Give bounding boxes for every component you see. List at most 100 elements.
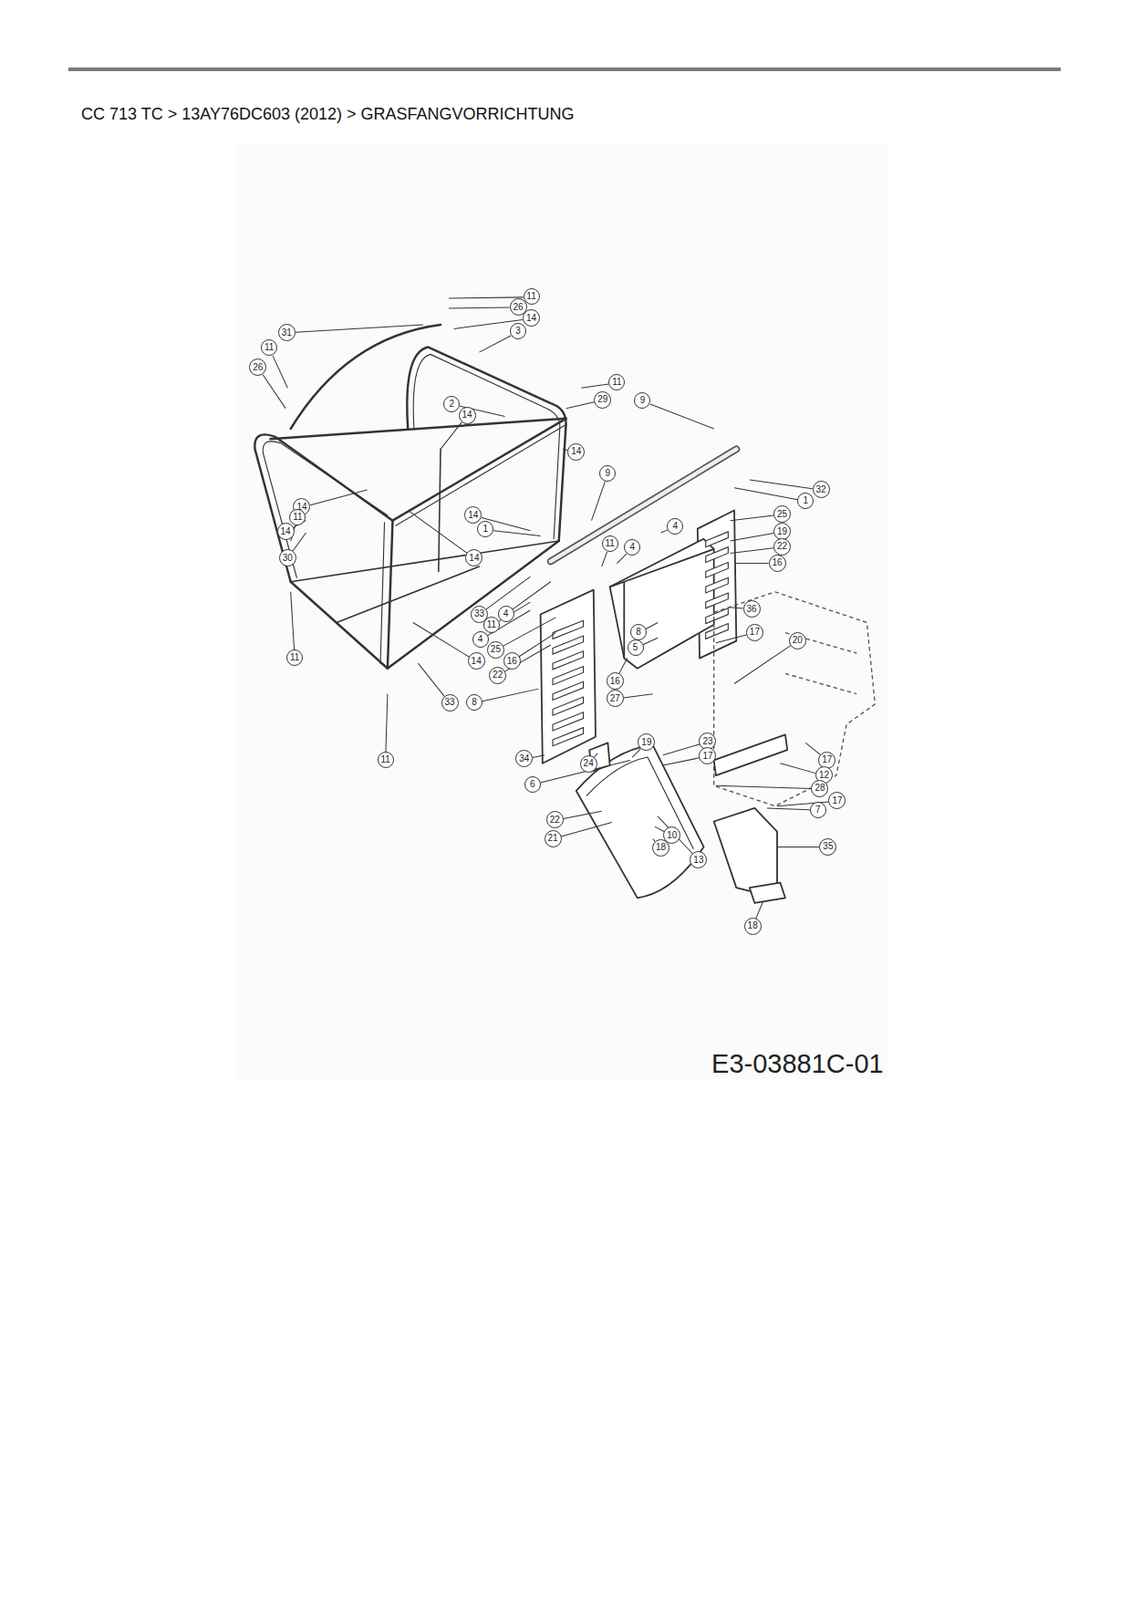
callout-number: 22 [773, 538, 791, 556]
leader-line [650, 404, 715, 429]
panel-slot [552, 696, 584, 716]
panel-slot [552, 635, 584, 654]
panel-slot [705, 592, 729, 609]
panel-slot [552, 727, 584, 747]
panel-slot [705, 608, 729, 624]
callout-number: 18 [652, 839, 670, 857]
callout-number: 14 [277, 522, 295, 540]
panel-slot [552, 666, 584, 685]
page-title: CC 713 TC > 13AY76DC603 (2012) > GRASFAN… [81, 104, 575, 125]
callout-number: 2 [443, 395, 460, 413]
panel-slot [552, 681, 584, 700]
callout-number: 7 [809, 801, 827, 819]
leader-line [616, 553, 626, 563]
leader-line [730, 533, 775, 541]
callout-number: 22 [488, 666, 507, 685]
panel-slot [552, 712, 584, 731]
callout-number: 24 [580, 755, 598, 773]
leader-line [734, 645, 790, 685]
leader-line [479, 335, 512, 353]
leader-line [493, 530, 540, 537]
panel-slot [552, 651, 584, 670]
leader-line [715, 785, 812, 789]
leader-line [295, 324, 424, 333]
image-ground [234, 143, 888, 1080]
leader-line [619, 658, 628, 675]
callout-number: 14 [467, 652, 486, 670]
header-rule [68, 67, 1061, 72]
callout-number: 16 [606, 672, 624, 690]
panel-slot [705, 623, 729, 640]
leader-line [503, 617, 557, 646]
callout-number: 20 [788, 632, 807, 650]
leader-line [730, 548, 775, 554]
leader-line [563, 810, 602, 819]
callout-number: 35 [819, 838, 837, 856]
leader-line [262, 374, 286, 409]
callout-number: 11 [377, 751, 395, 768]
leader-line [601, 551, 608, 567]
leader-line [482, 688, 540, 702]
callout-number: 16 [503, 652, 521, 670]
leader-line [779, 763, 816, 774]
leader-line [734, 487, 798, 500]
drawing-number: E3-03881C-01 [711, 1048, 884, 1080]
leader-lines [262, 297, 829, 919]
leader-line [777, 846, 820, 848]
callout-number: 4 [472, 631, 489, 648]
callout-number: 36 [743, 600, 761, 618]
callout-number: 4 [666, 518, 684, 535]
callout-number: 6 [524, 776, 541, 793]
leader-line [643, 637, 658, 644]
callout-number: 30 [279, 549, 297, 567]
callout-number: 4 [498, 605, 515, 623]
callout-number: 32 [812, 480, 831, 499]
leader-line [566, 402, 595, 409]
leader-line [645, 622, 658, 629]
callout-number: 17 [746, 623, 764, 642]
panel-slot [705, 547, 729, 563]
leader-line [663, 757, 700, 766]
chute-and-brackets [576, 734, 788, 903]
callout-number: 27 [606, 689, 624, 707]
panel-slot [705, 577, 729, 593]
leader-line [581, 383, 609, 388]
leader-line [730, 515, 775, 521]
callout-number: 14 [458, 406, 477, 425]
panel-slot [705, 561, 729, 578]
leader-line [448, 307, 510, 310]
callout-number: 25 [487, 641, 505, 659]
leader-line [661, 529, 668, 533]
leader-line [560, 822, 613, 837]
leader-line [413, 622, 469, 657]
leader-line [756, 902, 764, 919]
leader-line [532, 755, 545, 758]
leader-line [448, 297, 524, 299]
leader-line [407, 509, 467, 553]
leader-line [728, 607, 743, 609]
leader-line [512, 581, 551, 610]
leader-line [805, 742, 820, 755]
leader-line [623, 694, 654, 698]
leader-line [310, 489, 367, 506]
mount-plate [714, 591, 876, 807]
leader-line [591, 481, 606, 521]
leader-line [749, 479, 813, 489]
callout-number: 5 [627, 639, 644, 656]
callout-number: 29 [593, 391, 612, 409]
leader-line [385, 694, 388, 753]
callout-number: 16 [768, 554, 787, 572]
leader-line [290, 591, 295, 651]
leader-line [440, 422, 462, 449]
callout-number: 14 [567, 443, 585, 461]
panel-slots [552, 531, 728, 747]
leader-line [663, 744, 700, 756]
callout-number: 11 [601, 535, 619, 552]
callout-number: 31 [278, 323, 296, 342]
side-panels [540, 509, 737, 763]
panel-slot [705, 531, 729, 548]
callout-number: 25 [773, 505, 791, 523]
leader-line [486, 576, 530, 610]
callout-number: 33 [441, 694, 459, 712]
